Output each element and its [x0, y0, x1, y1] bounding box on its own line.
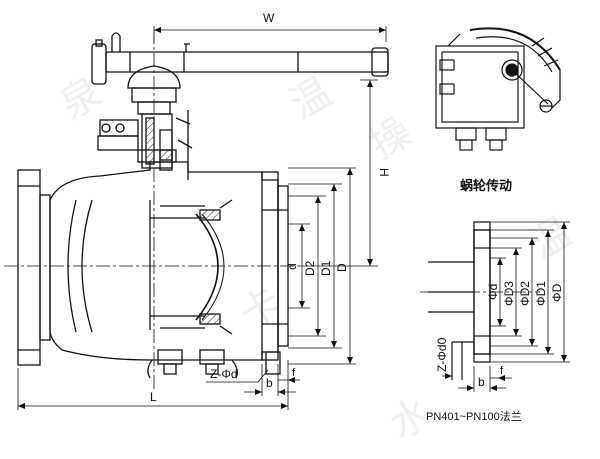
dim-label-b-detail: b: [478, 375, 485, 389]
stem-assembly: [97, 110, 193, 180]
dim-label-L: L: [150, 390, 157, 404]
dim-label-H: H: [377, 168, 391, 177]
dim-label-phiD: ΦD: [550, 283, 564, 302]
main-dimension-labels: W L H d D2 D1 D Z-Φd b f: [150, 11, 391, 404]
dim-label-D1: D1: [319, 260, 333, 276]
ball-valve-main-view: [4, 30, 389, 390]
watermark: 泉 温 卡 操 水 温: [52, 69, 580, 449]
dim-label-W: W: [263, 11, 275, 25]
dim-label-phiD1: ΦD1: [534, 281, 548, 306]
watermark-char: 温: [282, 69, 340, 129]
dim-label-D: D: [335, 263, 349, 272]
dim-label-phiD2: ΦD2: [518, 281, 532, 306]
dim-label-D2: D2: [303, 260, 317, 276]
watermark-char: 操: [362, 109, 420, 169]
flange-detail-dimensions: [442, 221, 570, 392]
dim-label-f: f: [292, 367, 296, 379]
watermark-char: 温: [522, 209, 580, 269]
main-dimensions: [17, 26, 387, 410]
flange-note-caption: PN401~PN100法兰: [426, 409, 522, 423]
worm-gear-view: [435, 27, 561, 151]
dim-label-Z-phid: Z-Φd: [210, 367, 238, 381]
dim-label-f-detail: f: [500, 365, 504, 377]
lever-handle: [91, 32, 389, 85]
ball-and-seats: [160, 199, 233, 335]
dim-label-phid: Φd: [486, 284, 500, 300]
valve-body: [49, 161, 279, 361]
watermark-char: 卡: [232, 279, 290, 339]
flange-detail-labels: Φd ΦD3 ΦD2 ΦD1 ΦD Z-Φd0 b f: [435, 281, 564, 389]
dim-label-Z-phid0: Z-Φd0: [435, 337, 449, 372]
flange-detail-view: [420, 221, 540, 380]
worm-gear-caption: 蜗轮传动: [460, 178, 512, 194]
bottom-bolts: [147, 349, 281, 379]
dim-label-b: b: [266, 376, 273, 390]
dim-label-phiD3: ΦD3: [502, 281, 516, 306]
dim-label-d: d: [285, 263, 299, 270]
left-flange: [17, 169, 51, 366]
